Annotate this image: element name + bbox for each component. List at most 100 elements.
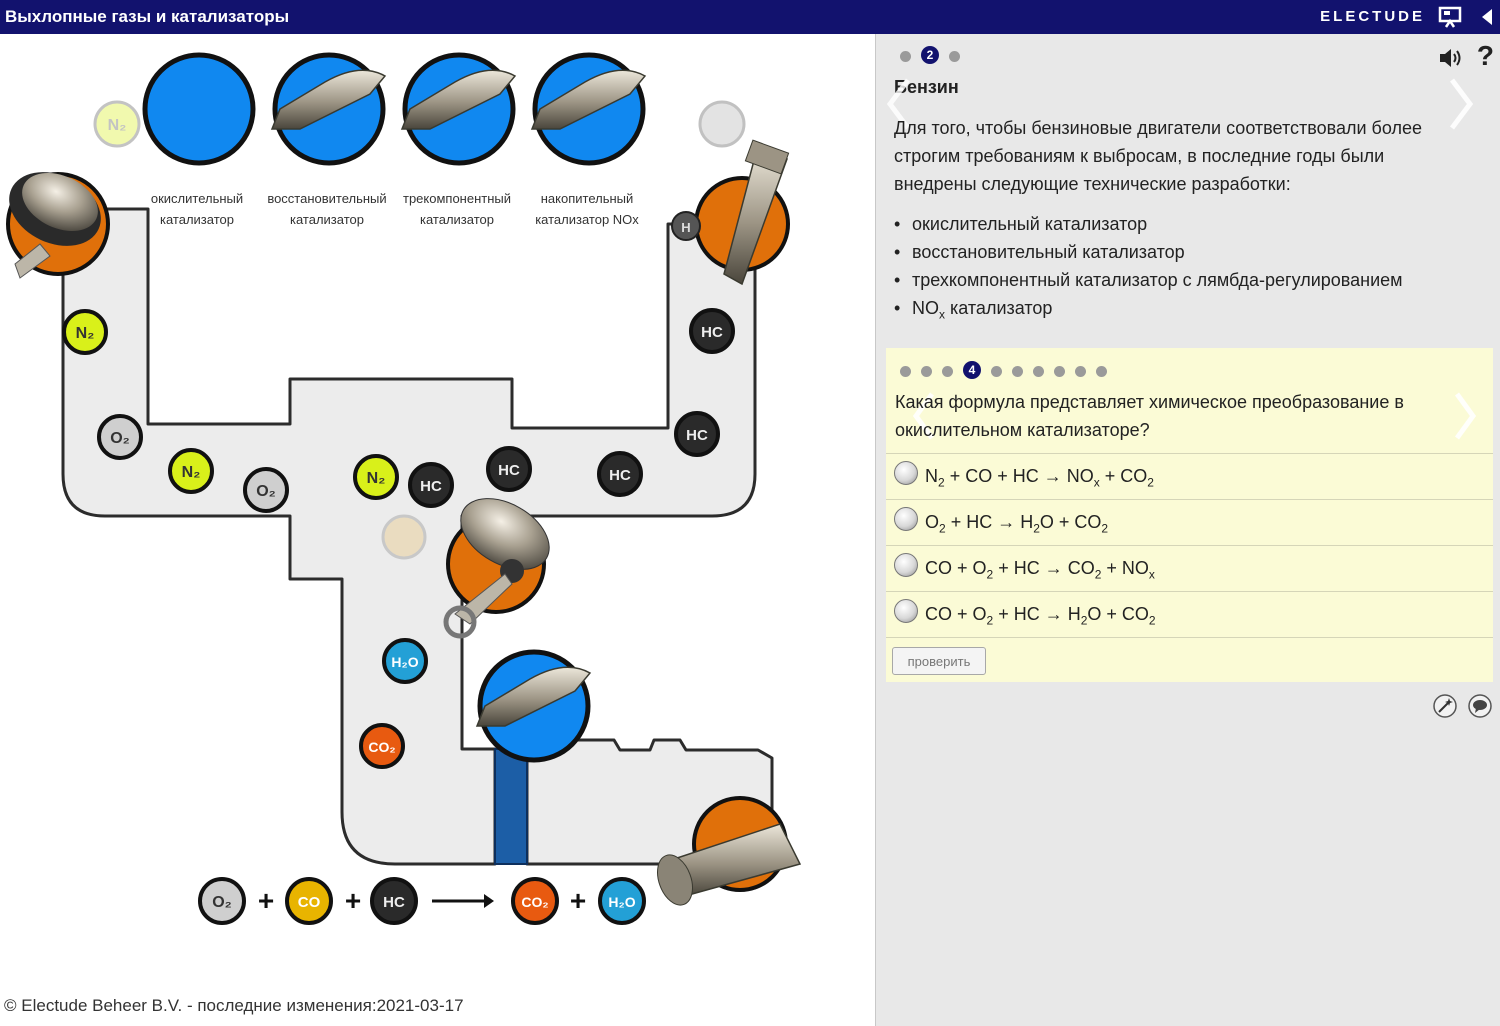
- title-bar: Выхлопные газы и катализаторы ELECTUDE: [0, 0, 1500, 34]
- answer-option-1[interactable]: N2 + CO + HC → NOx + CO2: [886, 453, 1493, 499]
- question-text: Какая формула представляет химическое пр…: [895, 392, 1404, 440]
- air-intake-component[interactable]: [0, 158, 113, 279]
- svg-text:CO: CO: [298, 894, 321, 911]
- molecule-n2: N₂: [168, 448, 214, 494]
- svg-text:H₂O: H₂O: [608, 894, 635, 910]
- magic-wand-icon[interactable]: [1432, 693, 1458, 719]
- svg-text:HC: HC: [498, 462, 520, 479]
- molecule-n2: N₂: [62, 309, 108, 355]
- svg-text:+: +: [345, 885, 361, 916]
- brand-logo: ELECTUDE: [1320, 8, 1425, 25]
- pipe-filter: [494, 748, 528, 865]
- list-item: трехкомпонентный катализатор с лямбда-ре…: [894, 266, 1403, 294]
- svg-text:O₂: O₂: [212, 894, 232, 911]
- svg-text:O₂: O₂: [110, 430, 130, 447]
- svg-text:N₂: N₂: [182, 464, 201, 481]
- molecule-co2: CO₂: [359, 723, 405, 769]
- list-item: окислительный катализатор: [894, 210, 1403, 238]
- question-dot-8[interactable]: [1054, 365, 1065, 377]
- technology-list: окислительный катализатор восстановитель…: [894, 210, 1403, 329]
- molecule-hc: HC: [674, 411, 720, 457]
- window-title: Выхлопные газы и катализаторы: [5, 7, 290, 26]
- question-dot-7[interactable]: [1033, 365, 1044, 377]
- question-dot-4[interactable]: 4: [963, 361, 981, 379]
- radio-button[interactable]: [894, 553, 918, 577]
- piston-component[interactable]: [443, 484, 562, 639]
- radio-button[interactable]: [894, 507, 918, 531]
- svg-text:HC: HC: [701, 324, 723, 341]
- answer-formula: O2 + HC → H2O + CO2: [925, 512, 1109, 536]
- reaction-equation: O₂ + CO + HC CO₂ + H₂O: [198, 877, 646, 925]
- catalyst-lower[interactable]: [475, 649, 592, 763]
- svg-text:O₂: O₂: [256, 483, 276, 500]
- molecule-h2o: H₂O: [382, 638, 428, 684]
- molecule-hc: HC: [689, 308, 735, 354]
- quiz-chevron-left-icon[interactable]: [908, 386, 938, 446]
- answer-option-2[interactable]: O2 + HC → H2O + CO2: [886, 499, 1493, 545]
- catalyst-three-way[interactable]: [400, 52, 517, 166]
- back-arrow-icon[interactable]: [1480, 7, 1494, 27]
- svg-text:N₂: N₂: [76, 325, 95, 342]
- check-button[interactable]: проверить: [892, 647, 986, 675]
- quiz-box: 4 Какая формула представляет химическое …: [886, 348, 1493, 682]
- quiz-chevron-right-icon[interactable]: [1451, 386, 1481, 446]
- catalyst-oxidation[interactable]: [142, 52, 256, 166]
- svg-text:N₂: N₂: [367, 470, 386, 487]
- svg-text:+: +: [258, 885, 274, 916]
- molecule-hc: HC: [486, 446, 532, 492]
- radio-button[interactable]: [894, 461, 918, 485]
- answer-formula: CO + O2 + HC → CO2 + NOx: [925, 558, 1155, 582]
- page-dot-2[interactable]: 2: [921, 46, 939, 64]
- svg-text:HC: HC: [383, 894, 405, 911]
- svg-text:HC: HC: [609, 467, 631, 484]
- question-dot-2[interactable]: [921, 365, 932, 377]
- answer-formula: CO + O2 + HC → H2O + CO2: [925, 604, 1156, 628]
- help-icon[interactable]: ?: [1476, 40, 1494, 71]
- page-dots: 2: [900, 46, 970, 64]
- svg-text:N₂: N₂: [108, 117, 127, 134]
- answer-option-3[interactable]: CO + O2 + HC → CO2 + NOx: [886, 545, 1493, 591]
- molecule-hc: HC: [408, 462, 454, 508]
- svg-text:HC: HC: [686, 427, 708, 444]
- answer-formula: N2 + CO + HC → NOx + CO2: [925, 466, 1154, 490]
- intro-text: Для того, чтобы бензиновые двигатели соо…: [894, 118, 1422, 194]
- comment-icon[interactable]: [1467, 693, 1493, 719]
- svg-text:+: +: [570, 885, 586, 916]
- svg-text:CO₂: CO₂: [521, 894, 548, 910]
- question-dot-1[interactable]: [900, 365, 911, 377]
- exhaust-diagram: N₂ H: [0, 34, 875, 1026]
- question-dots: 4: [900, 361, 1117, 379]
- chevron-right-icon[interactable]: [1446, 74, 1476, 134]
- question-dot-10[interactable]: [1096, 365, 1107, 377]
- question-dot-6[interactable]: [1012, 365, 1023, 377]
- chevron-left-icon[interactable]: [884, 74, 914, 134]
- page-dot-1[interactable]: [900, 50, 911, 62]
- molecule-hc: HC: [597, 451, 643, 497]
- screen-icon[interactable]: [1438, 5, 1462, 29]
- question-dot-3[interactable]: [942, 365, 953, 377]
- info-panel: 2 ? Бензин Для того, чтобы бензиновые дв…: [875, 34, 1500, 1026]
- lambda-sensor-component[interactable]: H: [671, 139, 790, 286]
- molecule-co-faded: [381, 514, 427, 560]
- exhaust-system-drawing: N₂ H: [0, 52, 802, 925]
- answer-option-4[interactable]: CO + O2 + HC → H2O + CO2: [886, 591, 1493, 637]
- list-item: восстановительный катализатор: [894, 238, 1403, 266]
- svg-text:HC: HC: [420, 478, 442, 495]
- svg-text:H: H: [681, 220, 690, 235]
- question-dot-5[interactable]: [991, 365, 1002, 377]
- question-dot-9[interactable]: [1075, 365, 1086, 377]
- speaker-icon[interactable]: [1438, 46, 1464, 70]
- page-dot-3[interactable]: [949, 50, 960, 62]
- section-title: Бензин: [894, 77, 959, 97]
- muffler-exit-component[interactable]: [651, 796, 802, 910]
- molecule-hc-faded: [698, 100, 746, 148]
- radio-button[interactable]: [894, 599, 918, 623]
- catalyst-nox-storage[interactable]: [530, 52, 647, 166]
- molecule-o2: O₂: [97, 414, 143, 460]
- catalyst-reduction[interactable]: [270, 52, 387, 166]
- molecule-n2: N₂: [353, 454, 399, 500]
- molecule-n2-faded: N₂: [93, 100, 141, 148]
